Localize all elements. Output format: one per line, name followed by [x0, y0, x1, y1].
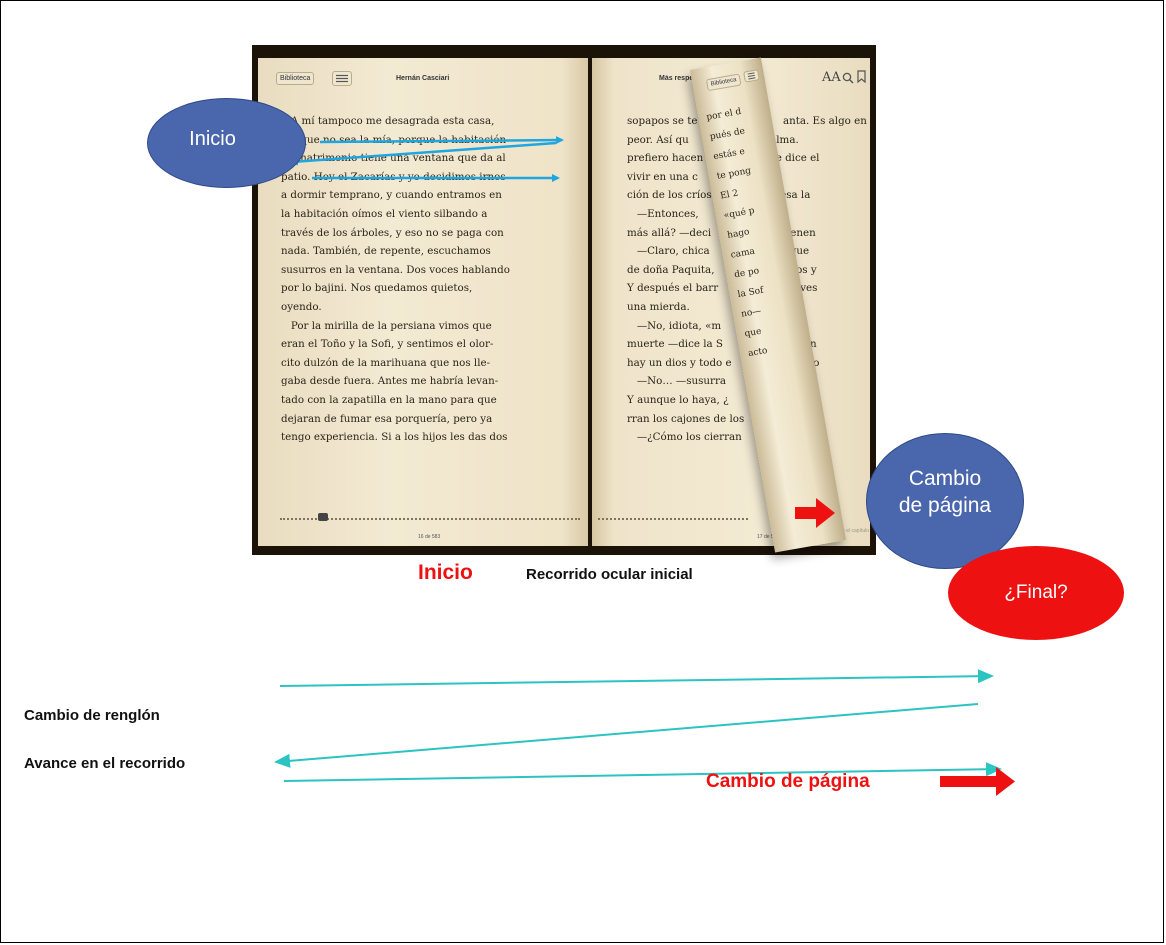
left-page-text-line: por lo bajini. Nos quedamos quietos,: [281, 282, 473, 295]
left-page-text-line: eran el Toño y la Sofi, y sentimos el ol…: [281, 338, 494, 351]
left-page-text-line: dejaran de fumar esa porquería, pero ya: [281, 412, 493, 425]
left-page-text-line: A mí tampoco me desagrada esta casa,: [281, 115, 495, 127]
legend-page-turn-arrow: [940, 767, 1015, 796]
final-bubble: ¿Final?: [948, 546, 1124, 640]
right-page-text-line: Y aunque lo haya, ¿ í.: [627, 393, 762, 406]
ebook-screenshot: Biblioteca Hernán Casciari A mí tampoco …: [252, 45, 876, 555]
left-page-text-line: cito dulzón de la marihuana que nos lle-: [281, 356, 491, 369]
right-page-text-line: —No… —susurra: [627, 375, 727, 388]
page-number-right: 17 de 583: [757, 534, 780, 540]
page-turn-arrow-book: [795, 498, 835, 528]
cambio-pagina-bubble: Cambio de página: [866, 433, 1024, 569]
cambio-bubble-line1: Cambio: [908, 467, 982, 490]
left-page-text-line: a dormir temprano, y cuando entramos en: [281, 189, 502, 202]
right-page-text-line: —No, idiota, «m: [627, 319, 722, 332]
right-page-text-line: sopapos se te —Lo anta. Es algo en: [627, 115, 867, 127]
bookmark-icon[interactable]: [857, 70, 866, 88]
search-icon[interactable]: [842, 71, 854, 89]
inicio-caption: Inicio: [418, 561, 473, 584]
left-page-text: A mí tampoco me desagrada esta casa,aunq…: [281, 112, 510, 447]
recorrido-caption: Recorrido ocular inicial: [526, 566, 693, 583]
legend-forward-arrow-1: [279, 669, 994, 687]
left-page-text-line: tado con la zapatilla en la mano para qu…: [281, 393, 497, 406]
eye-path-line-1: [319, 136, 564, 145]
inicio-bubble-label: Inicio: [189, 127, 236, 150]
legend-return-arrow: [274, 703, 979, 768]
page-scrubber[interactable]: [280, 518, 580, 520]
font-size-icon[interactable]: AA: [822, 70, 841, 85]
left-page-text-line: nada. También, de repente, escuchamos: [281, 245, 491, 258]
left-page-text-line: Por la mirilla de la persiana vimos que: [281, 319, 492, 332]
left-page-text-line: la habitación oímos el viento silbando a: [281, 207, 488, 220]
cambio-bubble-line2: de página: [898, 494, 992, 517]
right-page-text-line: —Entonces,: [627, 207, 699, 220]
legend-cambio-pagina: Cambio de página: [706, 771, 870, 792]
page-scrubber-right[interactable]: [598, 518, 748, 520]
page-number-left: 16 de 583: [418, 534, 441, 540]
book-author: Hernán Casciari: [396, 75, 450, 82]
scrubber-thumb[interactable]: [318, 513, 328, 521]
left-page-text-line: través de los árboles, y eso no se paga …: [281, 226, 504, 239]
left-page-text-line: tengo experiencia. Si a los hijos les da…: [281, 431, 508, 444]
legend-forward-arrow-2: [283, 762, 1002, 782]
legend-avance: Avance en el recorrido: [24, 755, 186, 772]
contents-list-icon-curl: [743, 69, 760, 83]
final-bubble-label: ¿Final?: [1004, 582, 1068, 603]
contents-list-icon[interactable]: [332, 71, 352, 86]
legend-cambio-renglon: Cambio de renglón: [24, 707, 160, 724]
left-page-text-line: susurros en la ventana. Dos voces hablan…: [281, 263, 510, 276]
left-page-text-line: gaba desde fuera. Antes me habría levan-: [281, 375, 499, 388]
library-button[interactable]: Biblioteca: [276, 72, 315, 85]
inicio-bubble: Inicio: [147, 98, 306, 188]
eye-path-return: [290, 141, 557, 166]
left-page-text-line: oyendo.: [281, 300, 322, 313]
